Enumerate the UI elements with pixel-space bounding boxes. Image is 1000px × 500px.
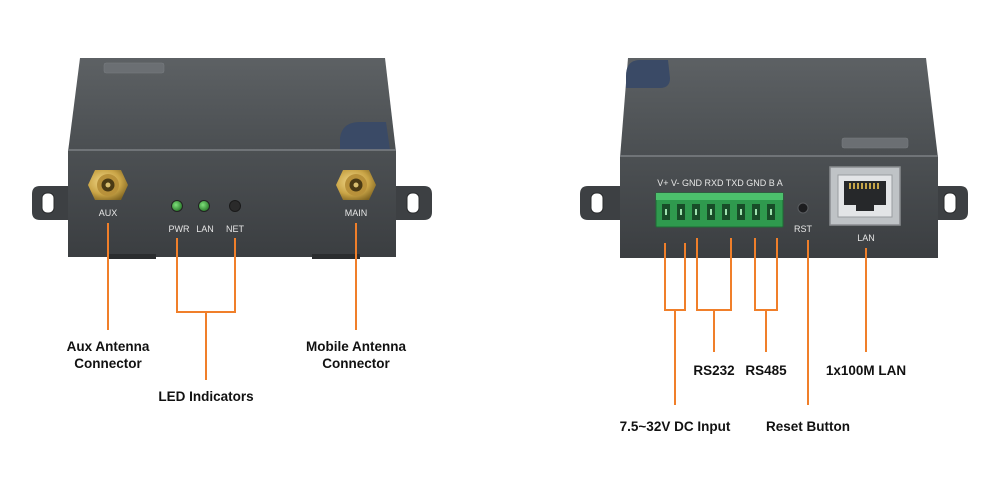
front-view-router: AUX MAIN PWR LAN NET xyxy=(32,58,432,380)
terminal-pin-labels: V+ V- GND RXD TXD GND B A xyxy=(657,178,783,188)
led-indicators-callout: LED Indicators xyxy=(158,389,254,404)
main-antenna-connector xyxy=(336,170,376,200)
lan-led xyxy=(198,200,210,212)
lan-port-label: LAN xyxy=(857,233,875,243)
dc-input-callout: 7.5~32V DC Input xyxy=(619,419,731,434)
lan-port xyxy=(829,166,901,226)
rear-view-router: V+ V- GND RXD TXD GND B A xyxy=(580,58,968,405)
rear-callout-lines xyxy=(664,238,867,405)
lan-led-label: LAN xyxy=(196,224,214,234)
reset-button-callout: Reset Button xyxy=(766,419,850,434)
rear-right-ear-hole xyxy=(943,192,957,214)
rs485-callout: RS485 xyxy=(745,363,787,378)
reset-button-hole xyxy=(797,202,809,214)
rear-left-ear-hole xyxy=(590,192,604,214)
net-led-label: NET xyxy=(226,224,245,234)
mobile-antenna-callout-line2: Connector xyxy=(322,356,390,371)
pwr-led-label: PWR xyxy=(169,224,190,234)
pwr-led xyxy=(171,200,183,212)
rst-label: RST xyxy=(794,224,813,234)
front-top-sticker xyxy=(340,122,390,150)
terminal-block xyxy=(655,192,784,228)
right-ear-hole xyxy=(406,192,420,214)
front-logo-plate xyxy=(103,62,165,74)
aux-antenna-connector xyxy=(88,170,128,200)
rs232-callout: RS232 xyxy=(693,363,735,378)
lan-callout: 1x100M LAN xyxy=(825,363,907,378)
aux-antenna-callout-line1: Aux Antenna xyxy=(66,339,150,354)
main-port-label: MAIN xyxy=(345,208,368,218)
aux-antenna-callout-line2: Connector xyxy=(74,356,142,371)
front-top-surface xyxy=(68,58,396,152)
mobile-antenna-callout: Mobile Antenna Connector xyxy=(296,338,416,372)
left-ear-hole xyxy=(41,192,55,214)
rear-logo-plate xyxy=(841,137,909,149)
mobile-antenna-callout-line1: Mobile Antenna xyxy=(306,339,406,354)
aux-port-label: AUX xyxy=(99,208,118,218)
rear-top-sticker xyxy=(626,60,670,88)
front-callout-lines xyxy=(107,223,357,380)
net-led xyxy=(229,200,241,212)
aux-antenna-callout: Aux Antenna Connector xyxy=(48,338,168,372)
rear-top-surface xyxy=(620,58,938,158)
